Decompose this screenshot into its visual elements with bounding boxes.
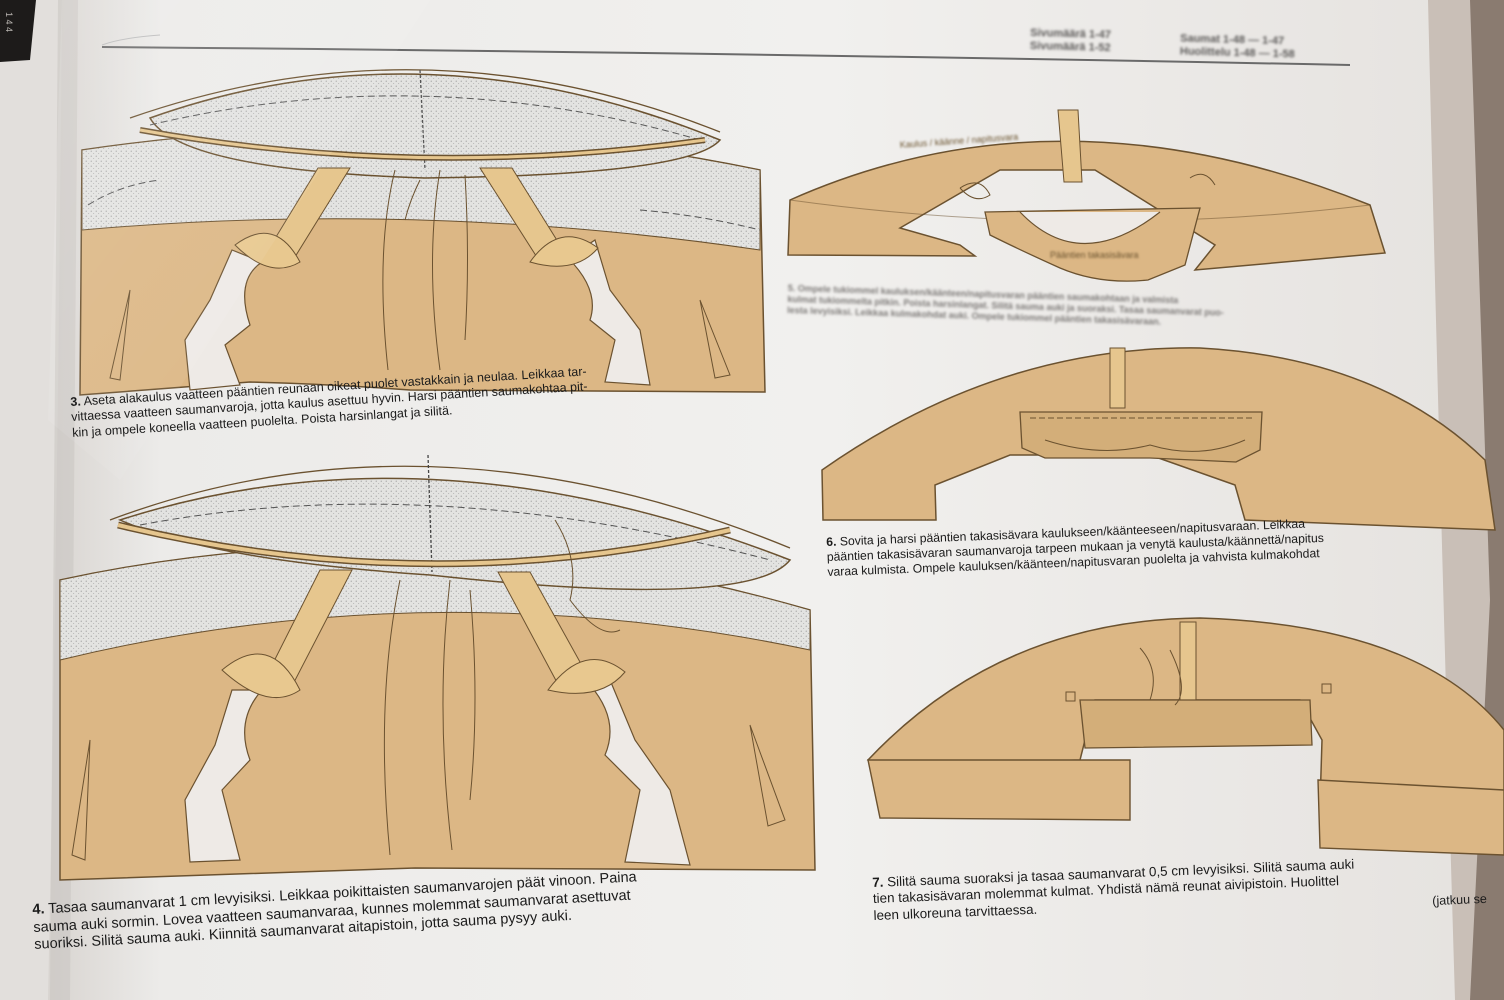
figure-6-illustration (821, 347, 1496, 531)
figure-5-label-bottom: Pääntien takasisävara (1050, 250, 1139, 260)
page-margin-mark: 1 4 4 (4, 12, 14, 32)
caption-step-7-continuation: (jatkuu se (1432, 891, 1488, 908)
figure-7-illustration (866, 617, 1504, 856)
page-corner-dark (0, 0, 36, 62)
figure-5-illustration (787, 109, 1386, 282)
step-3-number: 3. (70, 394, 82, 409)
step-4-number: 4. (32, 901, 45, 918)
step-6-number: 6. (826, 534, 837, 549)
header-left-line-2: Sivumäärä 1-52 (1029, 40, 1111, 55)
figure-4-illustration (59, 454, 816, 881)
step-5-number: 5. (787, 283, 796, 294)
header-left-index: Sivumäärä 1-47 Sivumäärä 1-52 (1030, 27, 1111, 55)
header-right-index: Saumat 1-48 — 1-47 Huolittelu 1-48 — 1-5… (1180, 33, 1296, 62)
light-glare (48, 0, 430, 480)
step-7-number: 7. (872, 874, 884, 890)
